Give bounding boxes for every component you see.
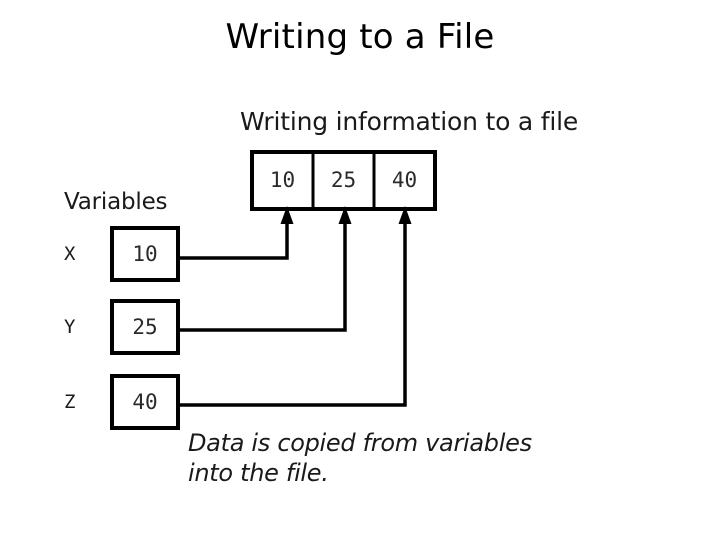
connector-y-to-cell-2 bbox=[178, 220, 347, 332]
arrowhead-y-to-cell-2 bbox=[338, 206, 352, 224]
page-title: Writing to a File bbox=[225, 17, 495, 57]
variables-label: Variables bbox=[64, 189, 168, 215]
caption-line-1: Data is copied from variables bbox=[188, 429, 532, 457]
variable-box-z bbox=[110, 374, 180, 430]
file-cell-value-2: 25 bbox=[330, 168, 357, 192]
variable-name-z: Z bbox=[64, 391, 76, 413]
connector-z-to-cell-3 bbox=[178, 220, 407, 407]
caption-line-2: into the file. bbox=[188, 459, 329, 487]
file-cell-value-1: 10 bbox=[269, 168, 296, 192]
variable-box-x bbox=[110, 226, 180, 282]
variable-name-y: Y bbox=[64, 316, 76, 338]
variable-value-x: 10 bbox=[132, 242, 158, 266]
variable-box-y bbox=[110, 299, 180, 355]
diagram-heading: Writing information to a file bbox=[240, 107, 579, 136]
arrowhead-z-to-cell-3 bbox=[398, 206, 412, 224]
connector-x-to-cell-1 bbox=[178, 220, 289, 260]
arrowhead-x-to-cell-1 bbox=[280, 206, 294, 224]
diagram-caption: Data is copied from variables into the f… bbox=[188, 428, 568, 488]
variable-value-y: 25 bbox=[132, 315, 158, 339]
variable-name-x: X bbox=[64, 243, 76, 265]
file-cell-value-3: 40 bbox=[391, 168, 418, 192]
variable-value-z: 40 bbox=[132, 390, 158, 414]
file-record-box bbox=[250, 150, 437, 211]
